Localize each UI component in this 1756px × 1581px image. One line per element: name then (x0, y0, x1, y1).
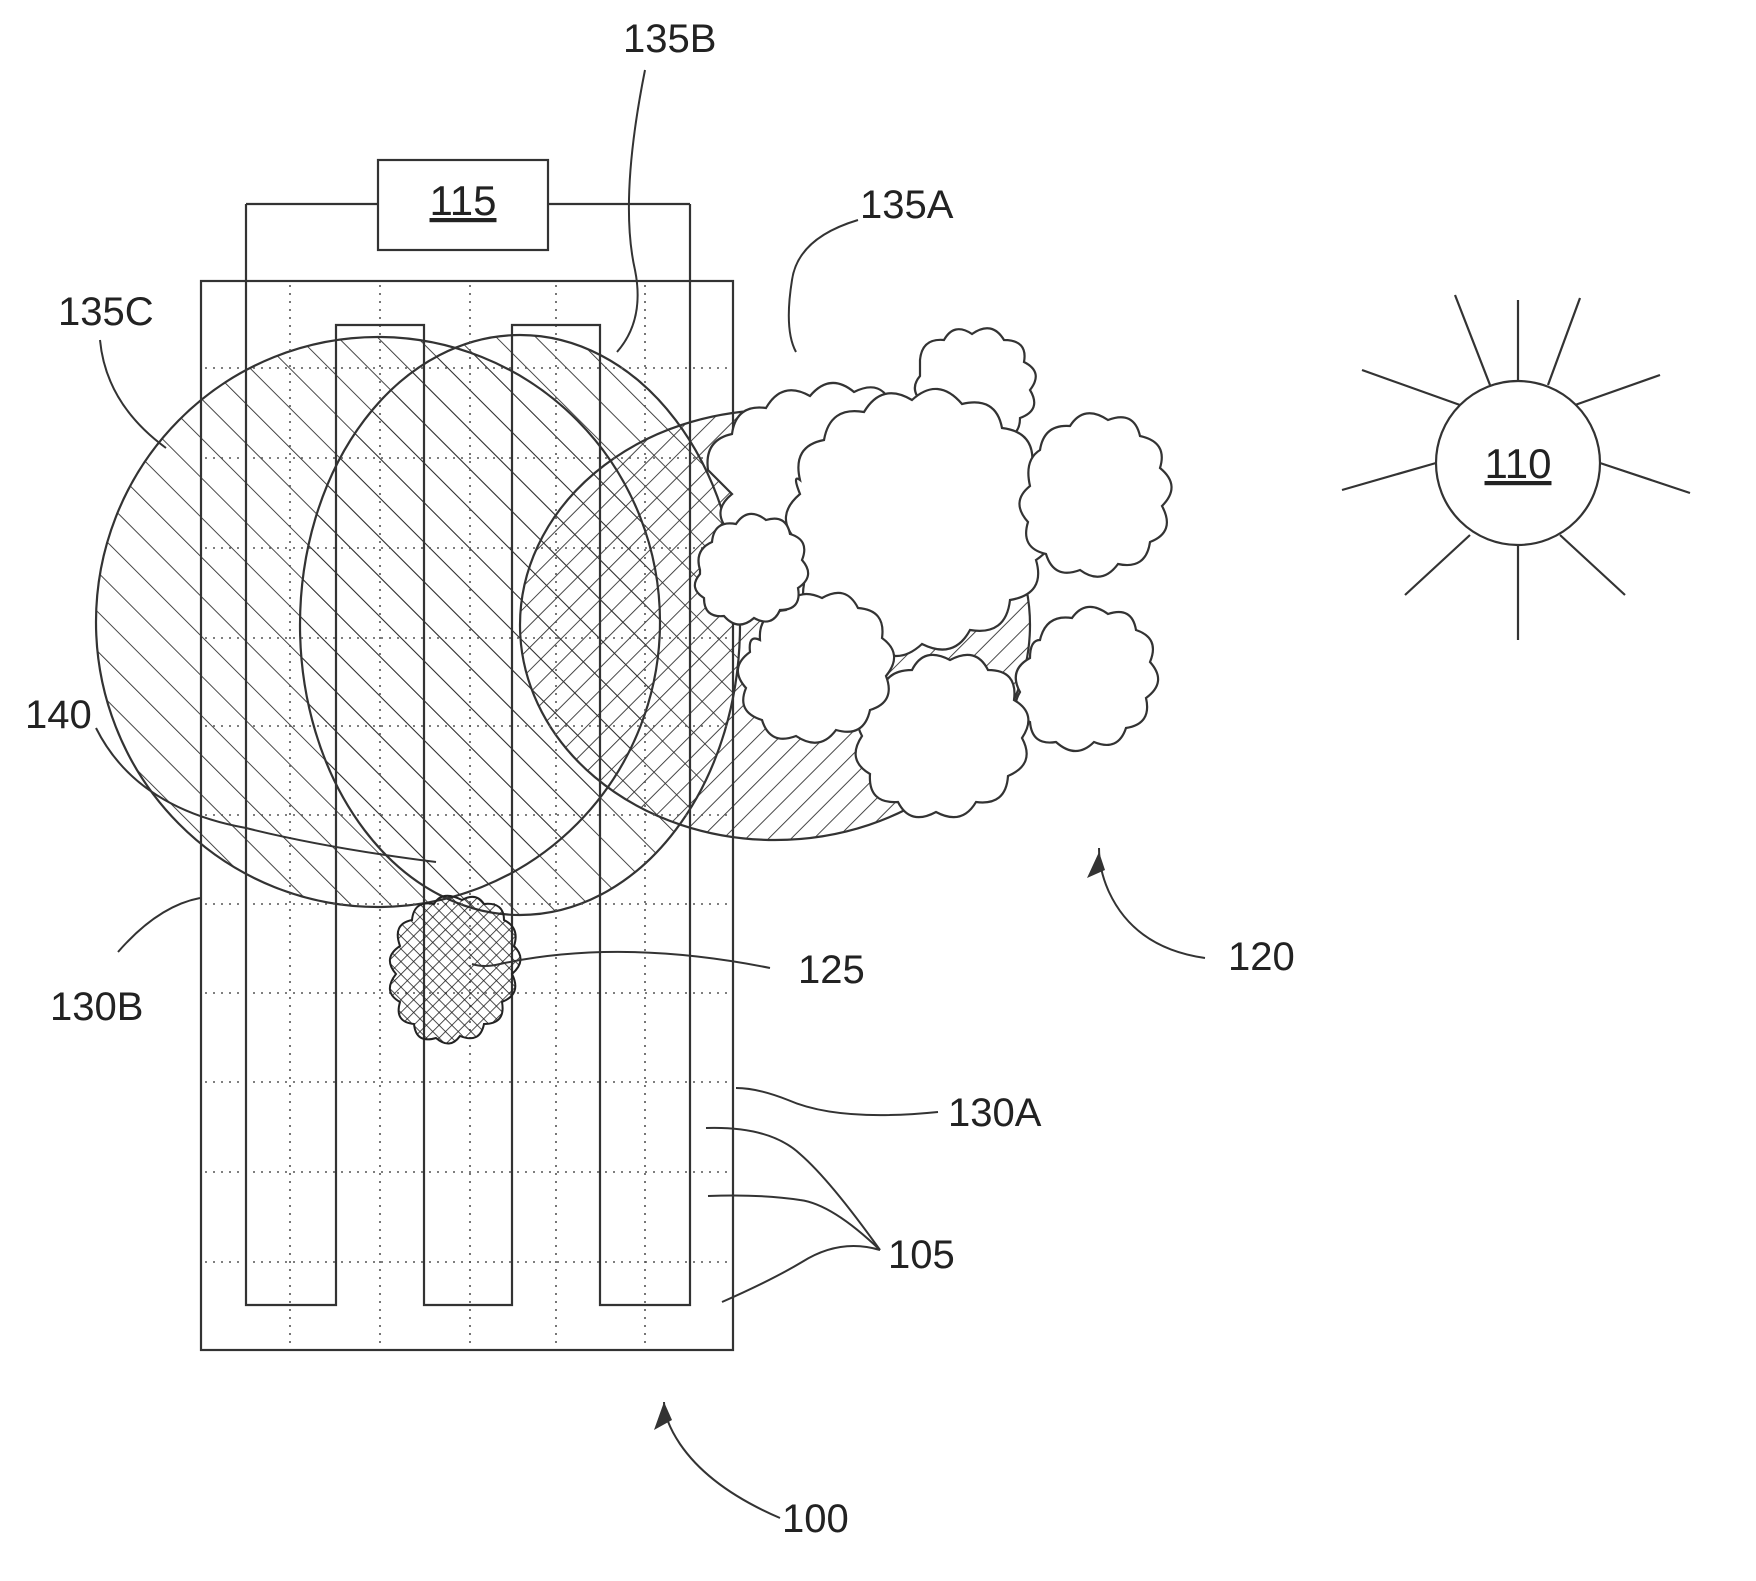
label-120: 120 (1228, 935, 1295, 979)
label-100: 100 (782, 1497, 849, 1541)
leader-135a (789, 220, 858, 352)
label-135a: 135A (860, 183, 954, 227)
leader-135b (617, 70, 645, 352)
leader-100 (664, 1402, 780, 1518)
controller-box: 115 (246, 160, 690, 250)
sun: 110 (1342, 295, 1690, 640)
label-130b: 130B (50, 985, 143, 1029)
leader-130b (118, 898, 200, 952)
label-105: 105 (888, 1233, 955, 1277)
label-110: 110 (1485, 440, 1552, 487)
label-140: 140 (25, 693, 92, 737)
leader-130a (736, 1088, 938, 1115)
soiling-spot (390, 896, 521, 1044)
label-135b: 135B (623, 17, 716, 61)
leader-135c (100, 340, 166, 448)
label-125: 125 (798, 948, 865, 992)
label-130a: 130A (948, 1091, 1042, 1135)
label-135c: 135C (58, 290, 154, 334)
leader-105-c (722, 1246, 880, 1302)
leader-120 (1099, 848, 1205, 958)
label-115: 115 (430, 177, 497, 224)
